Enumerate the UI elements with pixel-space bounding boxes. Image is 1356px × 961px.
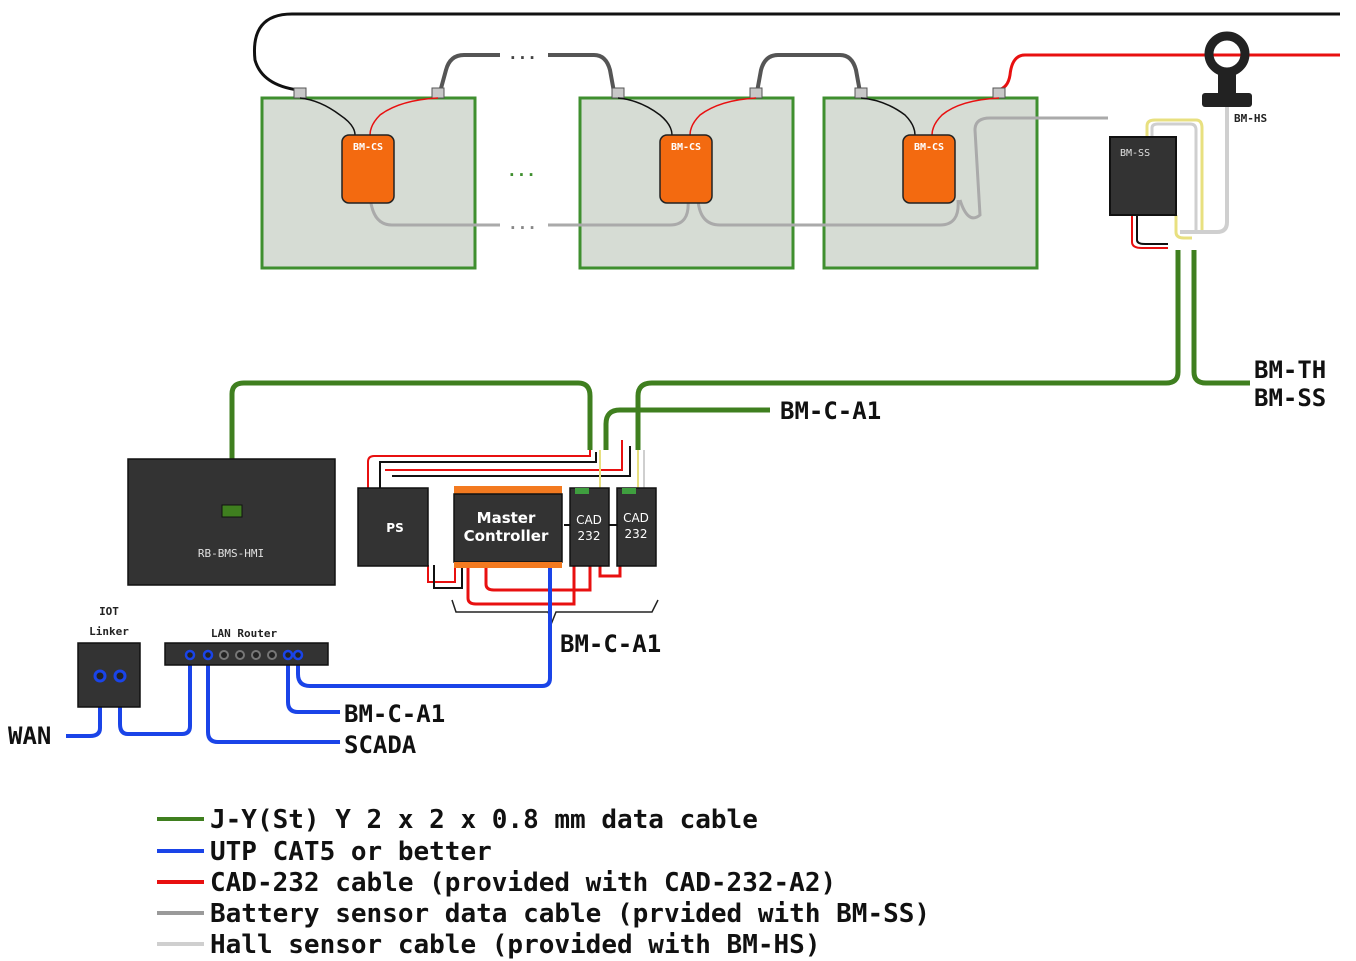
string-cable-red (997, 53, 1340, 92)
hmi-panel: RB-BMS-HMI (127, 458, 336, 586)
link-ellipsis: ... (508, 44, 537, 63)
label-wan: WAN (8, 722, 51, 750)
legend-item: J-Y(St) Y 2 x 2 x 0.8 mm data cable (210, 805, 758, 835)
iot-label-1: IOT (99, 605, 119, 618)
label-bm-c-a1-lan: BM-C-A1 (344, 700, 445, 728)
cell-sensor-label: BM-CS (914, 142, 944, 153)
terminal (749, 87, 763, 99)
sensor-chain-cable (368, 116, 1108, 227)
legend: J-Y(St) Y 2 x 2 x 0.8 mm data cable UTP … (157, 805, 930, 960)
router-ports-idle (219, 650, 277, 660)
hall-sensor-label: BM-HS (1234, 112, 1267, 125)
legend-item: UTP CAT5 or better (210, 837, 492, 867)
lan-router: LAN Router (164, 627, 329, 666)
power-supply: PS (357, 487, 429, 567)
cad-module-2: CAD 232 (616, 487, 657, 567)
label-scada: SCADA (344, 731, 417, 759)
string-sensor: BM-SS (1109, 136, 1177, 216)
terminal (431, 87, 445, 99)
connection-labels: BM-TH BM-SS BM-C-A1 BM-C-A1 BM-C-A1 SCAD… (8, 356, 1326, 759)
string-sensor-label: BM-SS (1120, 148, 1150, 159)
utp-cables (66, 568, 552, 744)
legend-item: CAD-232 cable (provided with CAD-232-A2) (210, 868, 836, 898)
hmi-label: RB-BMS-HMI (198, 547, 264, 560)
master-controller-label-2: Controller (464, 527, 549, 545)
cad-label-2: 232 (625, 527, 648, 541)
cell-sensor-label: BM-CS (671, 142, 701, 153)
router-port-controller (292, 649, 304, 661)
power-supply-label: PS (386, 521, 403, 535)
between-cells-ellipsis: ... (507, 161, 536, 180)
label-bm-th: BM-TH (1254, 356, 1326, 384)
terminal (854, 87, 868, 99)
cad-label-2: 232 (578, 529, 601, 543)
string-sensor-cables (1131, 118, 1204, 249)
router-ports (184, 649, 214, 661)
cell-sensor-1: BM-CS (341, 134, 395, 204)
terminal (293, 87, 307, 99)
router-port-bmc (282, 649, 294, 661)
label-bm-c-a1-brace: BM-C-A1 (560, 630, 661, 658)
data-cables-green (229, 250, 1250, 505)
intercell-links (438, 53, 862, 93)
cad-module-1: CAD 232 (569, 487, 610, 567)
terminal (992, 87, 1006, 99)
label-bm-c-a1-top: BM-C-A1 (780, 397, 881, 425)
hall-sensor-cable (1180, 107, 1229, 234)
iot-linker: IOT Linker (77, 605, 141, 708)
terminal (611, 87, 625, 99)
string-cable-black (252, 12, 1340, 92)
legend-item: Battery sensor data cable (prvided with … (210, 899, 930, 929)
label-bm-ss: BM-SS (1254, 384, 1326, 412)
router-label: LAN Router (211, 627, 278, 640)
cell-sensor-3: BM-CS (902, 134, 956, 204)
cad-label-1: CAD (576, 513, 602, 527)
cell-sensor-label: BM-CS (353, 142, 383, 153)
chain-ellipsis: ... (508, 214, 537, 233)
master-controller-label-1: Master (477, 509, 536, 527)
hmi-connector (221, 504, 243, 518)
hall-sensor: BM-HS (1202, 31, 1267, 125)
legend-item: Hall sensor cable (provided with BM-HS) (210, 930, 820, 960)
cad-label-1: CAD (623, 511, 649, 525)
cabinet-wires (367, 440, 645, 606)
master-controller: Master Controller (453, 486, 563, 568)
iot-label-2: Linker (89, 625, 129, 638)
cell-sensor-2: BM-CS (659, 134, 713, 204)
cell-sensor-wires (299, 97, 1000, 136)
